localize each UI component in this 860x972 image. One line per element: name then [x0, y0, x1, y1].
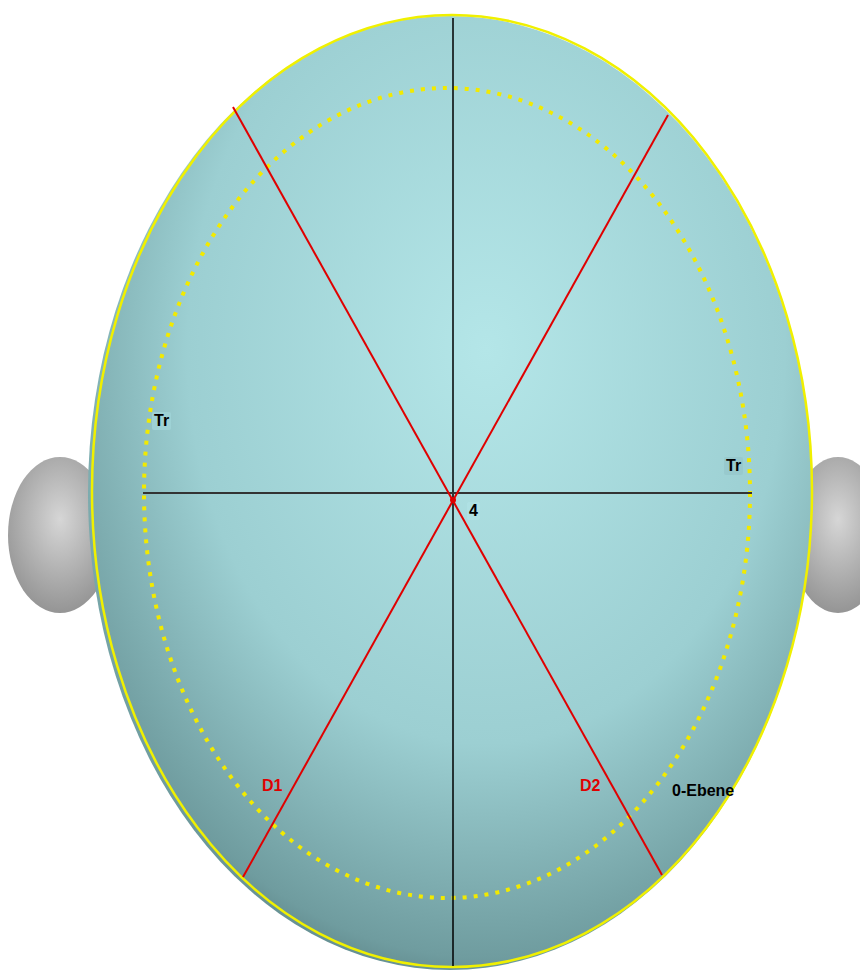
- landmark-label: Tr: [152, 412, 171, 430]
- plane-label: 0-Ebene: [670, 782, 736, 800]
- diagonal-label: D2: [578, 777, 602, 795]
- diagonal-line: [243, 115, 668, 877]
- diagonal-line: [233, 107, 662, 875]
- contour-line: [92, 15, 812, 967]
- point-number: 4: [467, 502, 480, 520]
- head-outline: [88, 16, 812, 970]
- center-point: [450, 497, 456, 503]
- landmark-label: Tr: [724, 457, 743, 475]
- diagonal-label: D1: [260, 777, 284, 795]
